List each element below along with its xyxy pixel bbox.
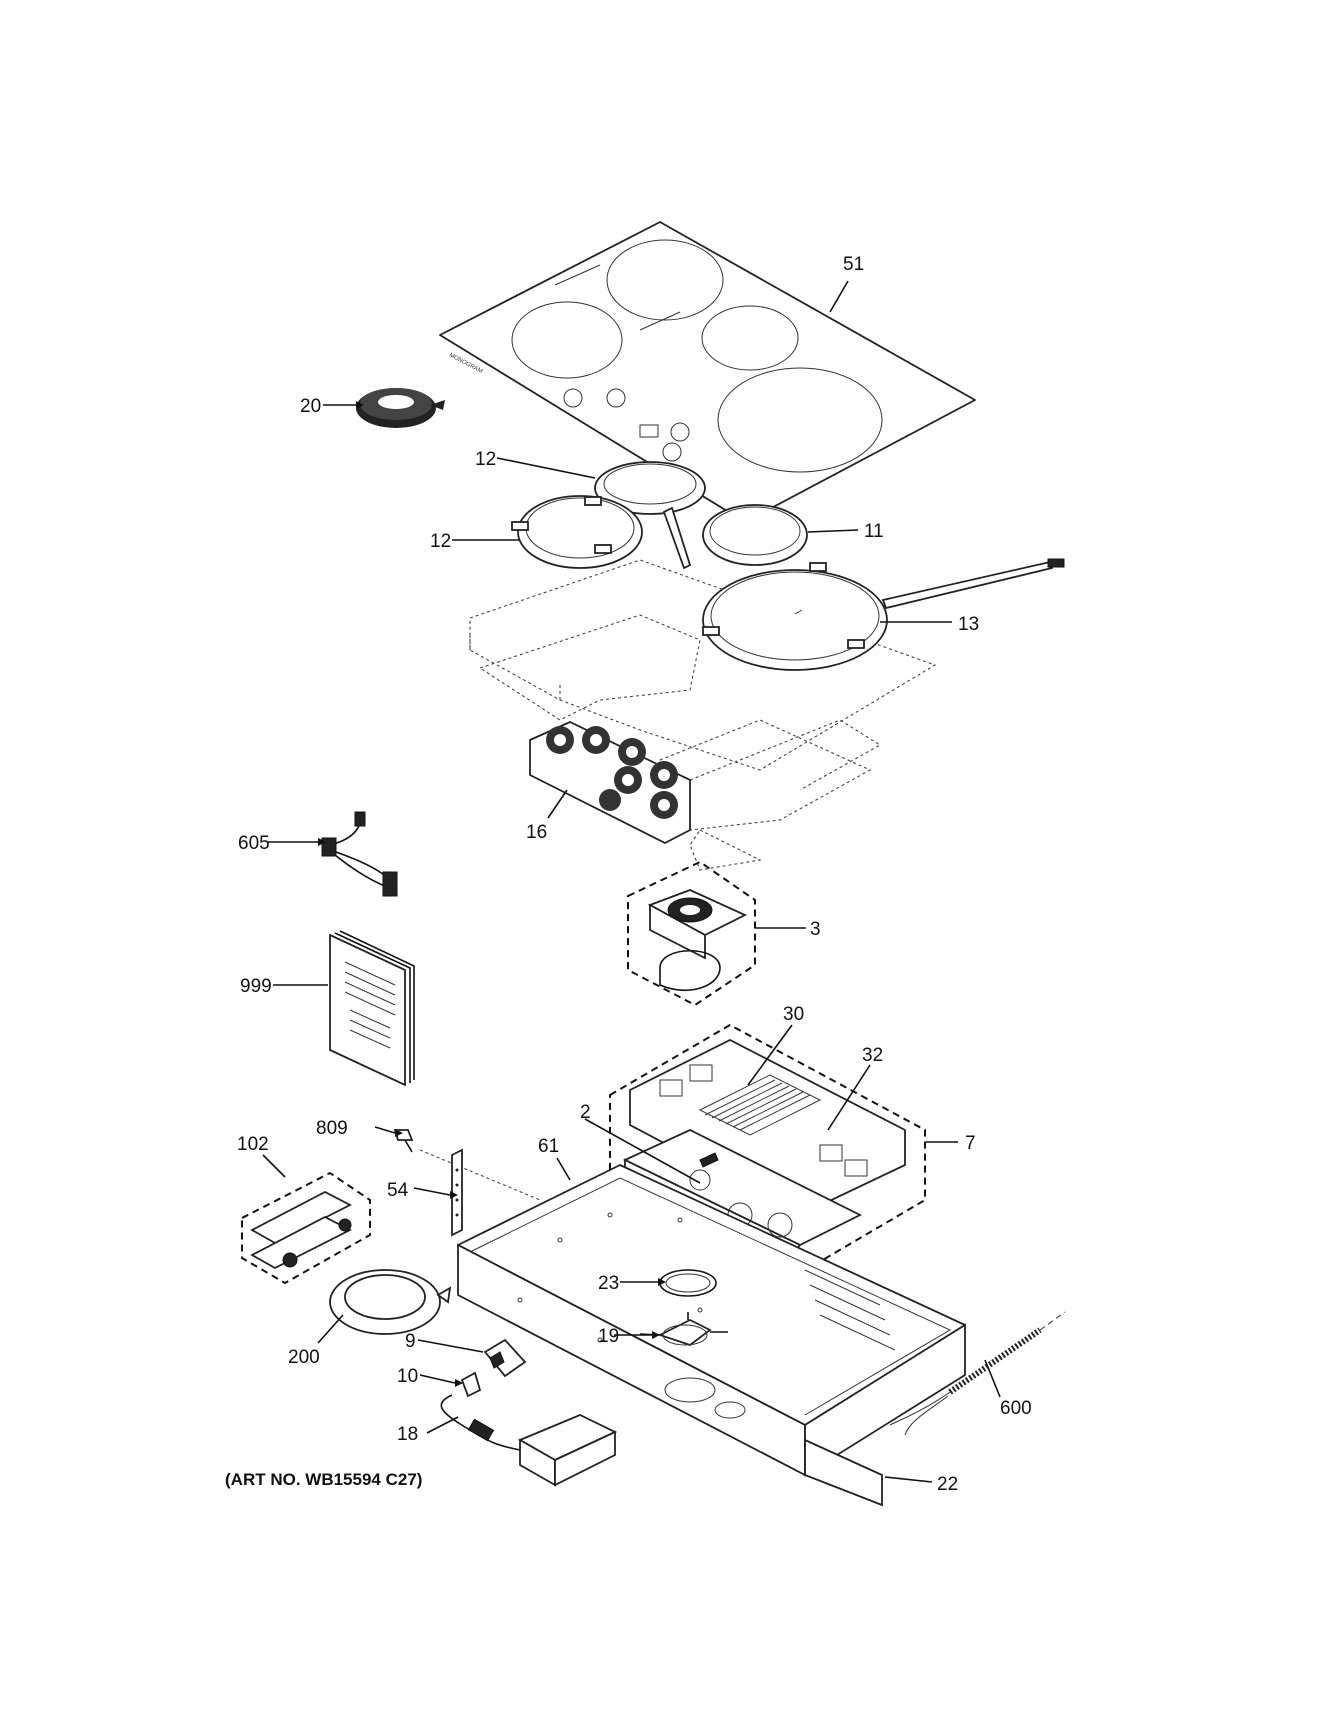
mounting-bracket-part-9[interactable] (483, 1338, 527, 1378)
callout-809: 809 (316, 1118, 348, 1139)
control-board-part-16[interactable] (529, 721, 691, 845)
tape-roll-part-200[interactable] (329, 1269, 452, 1335)
radiant-element-part-11[interactable] (702, 504, 808, 566)
callout-999: 999 (240, 976, 272, 997)
fan-assembly-part-3[interactable] (627, 860, 756, 1007)
callout-61: 61 (538, 1136, 559, 1157)
callout-51: 51 (843, 254, 864, 275)
wifi-module-part-18[interactable] (440, 1394, 618, 1487)
callout-10: 10 (397, 1366, 418, 1387)
wire-harness-part-605[interactable] (321, 811, 398, 897)
callout-600: 600 (1000, 1398, 1032, 1419)
callout-12-left: 12 (430, 531, 451, 552)
arrow-heads (318, 401, 666, 1387)
label-sheet-part-22[interactable] (804, 1438, 883, 1507)
brackets-kit-part-102[interactable] (241, 1171, 371, 1285)
callout-13: 13 (958, 614, 979, 635)
callout-54: 54 (387, 1180, 409, 1201)
callout-200: 200 (288, 1347, 320, 1368)
clip-part-10[interactable] (460, 1371, 482, 1398)
callout-12-rear: 12 (475, 449, 496, 470)
callout-30: 30 (783, 1004, 804, 1025)
conduit-part-600[interactable] (889, 1311, 1066, 1436)
callout-605: 605 (238, 833, 270, 854)
callout-9: 9 (405, 1331, 416, 1352)
radiant-element-part-12-rear[interactable] (594, 461, 706, 570)
callout-22: 22 (937, 1474, 958, 1495)
radiant-element-part-12-left[interactable] (511, 495, 643, 569)
art-number: (ART NO. WB15594 C27) (225, 1470, 422, 1489)
callout-3: 3 (810, 919, 821, 940)
glass-cooktop-part-51[interactable]: MONOGRAM (439, 221, 976, 523)
base-pan-part-61[interactable] (457, 1164, 966, 1477)
callout-19: 19 (598, 1326, 619, 1347)
radiant-element-part-13[interactable] (702, 558, 1065, 671)
screw-part-809[interactable] (393, 1129, 541, 1201)
tape-roll-part-20[interactable] (356, 388, 445, 428)
leader-lines (262, 280, 1001, 1483)
callout-18: 18 (397, 1424, 418, 1445)
mounting-strip-part-54[interactable] (451, 1148, 463, 1237)
callout-7: 7 (965, 1133, 976, 1154)
callout-2: 2 (580, 1102, 591, 1123)
element-support-tray (469, 559, 937, 871)
callout-32: 32 (862, 1045, 883, 1066)
owners-manual-part-999[interactable] (329, 930, 415, 1087)
callout-23: 23 (598, 1273, 619, 1294)
callout-20: 20 (300, 396, 321, 417)
callout-16: 16 (526, 822, 547, 843)
callout-102: 102 (237, 1134, 269, 1155)
callout-11: 11 (864, 521, 884, 542)
